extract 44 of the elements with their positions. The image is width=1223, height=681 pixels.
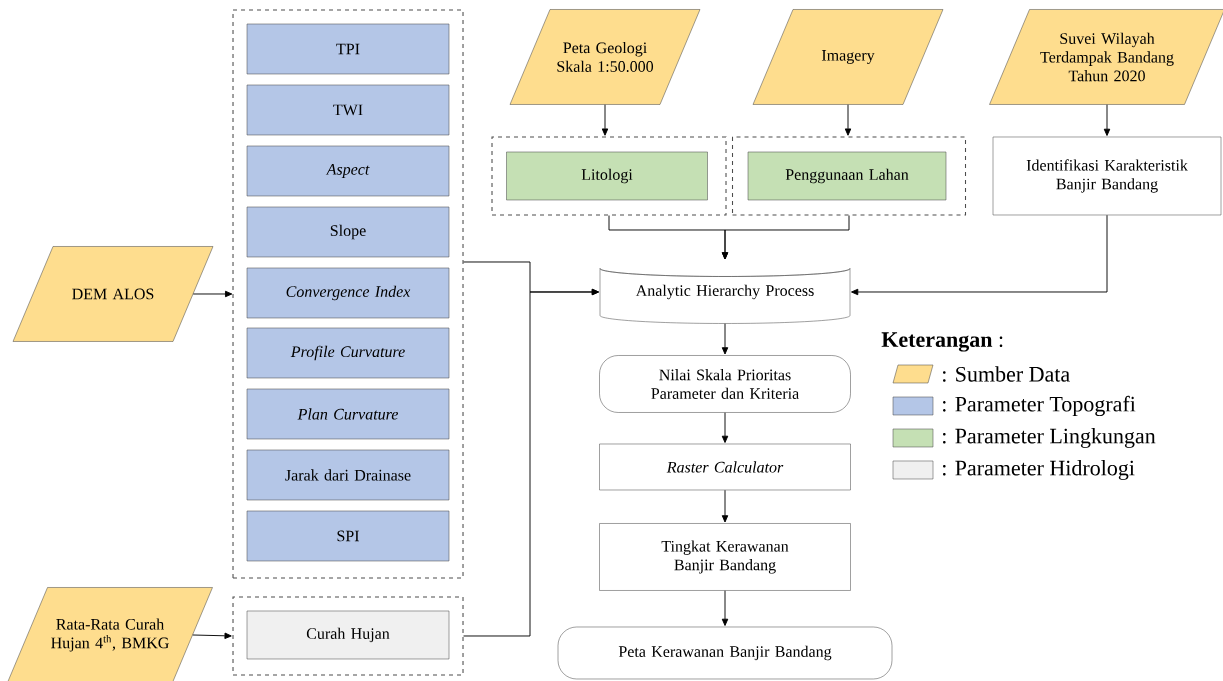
process-box: Slope	[246, 206, 450, 258]
arrow	[851, 214, 1108, 296]
dashed-group-box	[491, 136, 727, 216]
data-source-parallelogram: Peta Geologi Skala 1:50.000	[509, 9, 701, 105]
process-box: Identifikasi Karakteristik Banjir Bandang	[992, 136, 1222, 216]
data-source-parallelogram: DEM ALOS	[12, 246, 214, 342]
dashed-group-box	[232, 9, 464, 579]
arrow	[1103, 104, 1111, 136]
process-box: Profile Curvature	[246, 327, 450, 379]
process-box: Penggunaan Lahan	[747, 151, 947, 201]
data-source-parallelogram: Rata-Rata Curah Hujan 4$^{th}$, BMKG	[7, 587, 213, 681]
arrow	[721, 215, 850, 260]
process-box: TWI	[246, 84, 450, 136]
process-box: Litologi	[506, 151, 708, 201]
process-box: TPI	[246, 23, 450, 75]
terminal-box: Peta Kerawanan Banjir Bandang	[557, 626, 893, 680]
arrow	[601, 104, 609, 136]
process-box: Jarak dari Drainase	[246, 449, 450, 501]
arrow	[463, 288, 599, 637]
process-box: Tingkat Kerawanan Banjir Bandang	[599, 523, 851, 591]
arrow	[721, 323, 729, 355]
process-box: Raster Calculator	[599, 443, 851, 491]
arrow	[844, 104, 852, 136]
terminal-box: Nilai Skala Prioritas Parameter dan Kriteria	[599, 355, 851, 413]
legend-label: : Parameter Lingkungan	[943, 428, 1156, 448]
arrow	[192, 632, 232, 640]
process-box: Convergence Index	[246, 267, 450, 319]
legend-title: Keterangan :	[881, 332, 1003, 352]
process-cylinder: Analytic Hierarchy Process	[599, 268, 851, 324]
arrow	[721, 489, 729, 523]
data-source-parallelogram: Suvei Wilayah Terdampak Bandang Tahun 2020	[989, 9, 1223, 105]
legend-label: : Parameter Hidrologi	[943, 460, 1135, 480]
arrow	[721, 412, 729, 443]
process-box: SPI	[246, 510, 450, 562]
arrow	[192, 290, 233, 298]
arrow	[721, 590, 729, 626]
process-box: Aspect	[246, 145, 450, 197]
process-box: Plan Curvature	[246, 388, 450, 440]
dashed-group-box	[731, 136, 967, 216]
dashed-group-box	[232, 596, 464, 676]
data-source-parallelogram: Imagery	[752, 9, 944, 105]
legend-label: : Sumber Data	[943, 366, 1070, 382]
process-box: Curah Hujan	[246, 610, 450, 660]
legend-label: : Parameter Topografi	[943, 395, 1136, 417]
